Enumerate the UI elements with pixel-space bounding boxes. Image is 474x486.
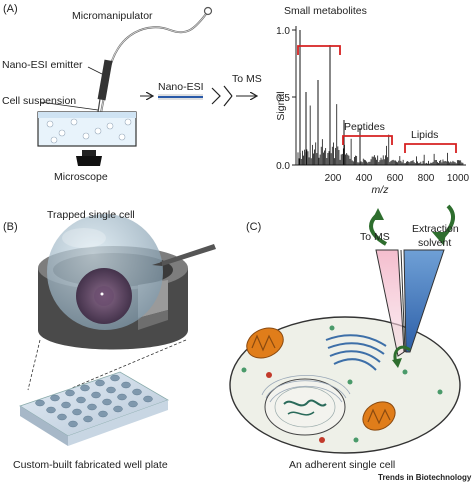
lipids-label: Lipids — [411, 129, 439, 141]
zoom-line-left — [27, 339, 41, 391]
suspended-cells — [46, 118, 132, 144]
plate-well — [117, 393, 127, 401]
plate-well — [98, 410, 108, 418]
plate-well — [113, 405, 123, 413]
well-plate-label: Custom-built fabricated well plate — [13, 459, 168, 471]
trapped-cell-label: Trapped single cell — [47, 209, 135, 221]
plate-well — [50, 394, 60, 402]
plate-well — [61, 401, 71, 409]
micromanipulator-label: Micromanipulator — [72, 10, 153, 22]
plate-well — [91, 391, 101, 399]
plate-well — [68, 420, 78, 428]
plate-well — [83, 415, 93, 423]
vesicles — [241, 325, 443, 443]
to-ms-probe-label: To MS — [360, 231, 390, 243]
cell-suspension-label: Cell suspension — [2, 95, 77, 107]
xtick-600: 600 — [387, 173, 404, 184]
plate-well — [72, 408, 82, 416]
small-metabolites-label: Small metabolites — [284, 5, 367, 17]
plate-well — [80, 384, 90, 392]
spectrum-peaks — [297, 30, 464, 165]
plate-well — [121, 381, 131, 389]
x-axis-label: m/z — [372, 184, 390, 196]
xtick-400: 400 — [356, 173, 373, 184]
y-axis-label: Signal — [275, 91, 287, 120]
emitter-holder — [97, 59, 113, 101]
microscope-icon — [82, 150, 96, 156]
source-credit: Trends in Biotechnology — [378, 473, 472, 482]
cable-connector-icon — [203, 6, 213, 16]
probe-channel-solvent — [403, 249, 445, 353]
panel-c-label: (C) — [246, 221, 262, 233]
plate-well — [128, 400, 138, 408]
microscope-label: Microscope — [54, 171, 108, 183]
plate-well — [95, 379, 105, 387]
plate-well — [110, 374, 120, 382]
plate-well — [102, 398, 112, 406]
nano-esi-label: Nano-ESI — [158, 81, 204, 93]
xtick-1000: 1000 — [447, 173, 470, 184]
plate-well — [46, 406, 56, 414]
probe-channel-ms — [375, 249, 405, 357]
extraction-label: Extraction — [412, 223, 459, 235]
plate-well — [65, 389, 75, 397]
golgi-apparatus — [325, 334, 387, 371]
protein-icon — [266, 372, 325, 443]
plate-well — [87, 403, 97, 411]
to-ms-label: To MS — [232, 73, 262, 85]
plate-well — [35, 399, 45, 407]
panel-b-label: (B) — [3, 221, 18, 233]
xtick-200: 200 — [325, 173, 342, 184]
ytick-2: 0.5 — [276, 93, 290, 104]
mitochondrion-right — [362, 401, 396, 431]
zoom-line-right — [71, 339, 187, 389]
emitter-label: Nano-ESI emitter — [2, 59, 83, 71]
plate-well — [57, 413, 67, 421]
probe-needle — [160, 244, 216, 266]
xtick-800: 800 — [418, 173, 435, 184]
well-plate — [19, 371, 169, 446]
spray-cone — [211, 87, 221, 105]
plate-well — [143, 395, 153, 403]
peptides-label: Peptides — [344, 121, 385, 133]
bracket-small-metabolites — [297, 45, 341, 55]
endoplasmic-reticulum — [261, 375, 351, 403]
adherent-cell-label: An adherent single cell — [289, 459, 396, 471]
solvent-label: solvent — [418, 237, 452, 249]
bracket-lipids — [404, 143, 457, 153]
ytick-3: 0.0 — [276, 161, 290, 172]
mitochondrion-left — [246, 327, 284, 359]
panel-a-label: (A) — [3, 3, 18, 15]
bracket-peptides — [342, 135, 393, 145]
plate-well — [132, 388, 142, 396]
nucleus — [264, 378, 346, 436]
ytick-1: 1.0 — [276, 26, 290, 37]
plate-well — [106, 386, 116, 394]
plate-well — [76, 396, 86, 404]
